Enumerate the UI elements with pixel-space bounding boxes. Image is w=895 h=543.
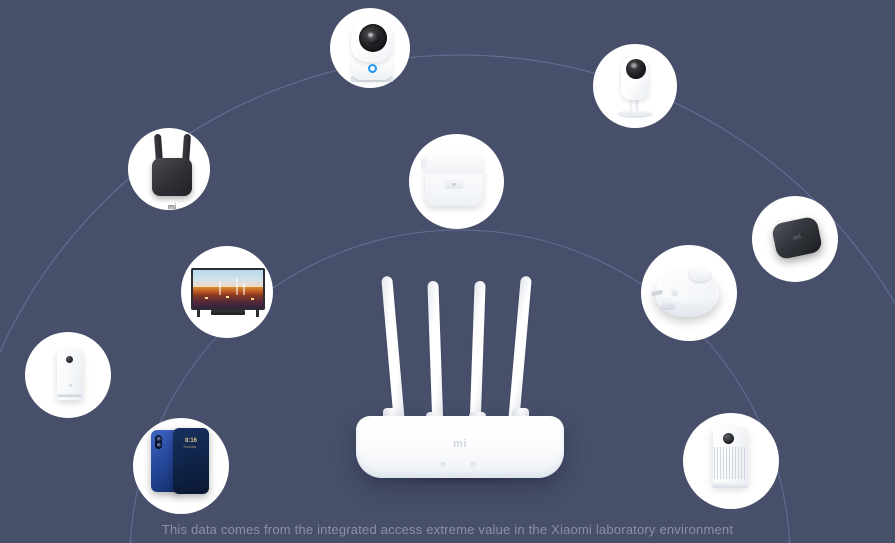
device-air-purifier-right[interactable]: [683, 413, 779, 509]
phone-front-view: [173, 428, 209, 494]
tv-image-light-1: [205, 297, 208, 299]
extender-body: mi: [152, 158, 192, 211]
camera-led-indicator: [368, 64, 377, 73]
vacuum-bumper: [661, 303, 675, 310]
camera-lens-glint: [631, 63, 637, 68]
tv-image-water: [193, 295, 263, 308]
camera-stand-foot: [617, 110, 653, 118]
router-antenna-3: [469, 280, 486, 434]
tv-box-body: mi: [770, 215, 824, 261]
robot-vacuum-icon: [641, 245, 737, 341]
tv-image-tower-3: [243, 283, 245, 295]
air-purifier-pro-icon: [683, 413, 779, 509]
router-antenna-2: [427, 280, 444, 434]
cooker-control-panel[interactable]: [445, 180, 463, 189]
device-home-camera[interactable]: [593, 44, 677, 128]
television-icon: [181, 246, 273, 338]
tv-leg-left: [197, 310, 200, 317]
air-purifier-icon: [25, 332, 111, 418]
camera-lens-glint: [368, 33, 373, 37]
tv-image-city: [193, 287, 263, 296]
pan-tilt-camera-icon: [330, 8, 410, 88]
mi-router[interactable]: mi: [352, 268, 568, 485]
router-top-face: [368, 416, 552, 442]
vacuum-lidar-turret: [689, 267, 711, 282]
purifier-pro-display: [723, 433, 734, 444]
purifier-pro-filter-grille: [714, 447, 746, 479]
device-rice-cooker[interactable]: [409, 134, 504, 229]
tv-image-light-3: [251, 298, 254, 300]
rice-cooker-icon: [409, 134, 504, 229]
camera-lens: [626, 59, 646, 79]
purifier-display: [66, 356, 73, 363]
tv-box-brand-mark: mi: [791, 233, 803, 243]
router-brand-mark: mi: [453, 438, 467, 450]
vacuum-power-button[interactable]: [671, 289, 678, 296]
router-led-power: [440, 462, 446, 468]
router-led-internet: [470, 462, 476, 468]
router-body: mi: [356, 416, 564, 478]
tv-screen: [191, 268, 265, 310]
cooker-hinge: [421, 158, 429, 170]
tv-box-icon: mi: [752, 196, 838, 282]
device-smart-tv[interactable]: [181, 246, 273, 338]
extender-brand-mark: mi: [167, 204, 177, 211]
home-camera-icon: [593, 44, 677, 128]
phone-lockscreen-clock: 8:16: [185, 438, 198, 444]
device-wifi-extender[interactable]: mi: [128, 128, 210, 211]
device-air-purifier-left[interactable]: [25, 332, 111, 418]
camera-stand-neck: [630, 98, 638, 112]
purifier-air-outlet: [58, 394, 82, 397]
tv-image-tower-1: [219, 281, 221, 295]
purifier-indicator: [69, 384, 72, 387]
phone-dual-camera: [155, 435, 162, 449]
device-mi-box[interactable]: mi: [752, 196, 838, 282]
wifi-extender-icon: mi: [128, 128, 210, 211]
device-pan-tilt-camera[interactable]: [330, 8, 410, 88]
tv-image-light-2: [226, 296, 229, 298]
tv-image-sky: [193, 270, 263, 290]
purifier-pro-base: [712, 483, 748, 488]
footer-caption: This data comes from the integrated acce…: [161, 522, 734, 537]
tv-image-tower-2: [236, 278, 238, 295]
cooker-lid: [423, 150, 485, 172]
smartphone-icon: mi 8:16 Tuesday: [133, 418, 229, 514]
tv-stand: [211, 310, 245, 315]
device-robot-vacuum[interactable]: [641, 245, 737, 341]
device-smartphone[interactable]: mi 8:16 Tuesday: [133, 418, 229, 514]
tv-leg-right: [256, 310, 259, 317]
phone-lockscreen-date: Tuesday: [183, 445, 197, 449]
